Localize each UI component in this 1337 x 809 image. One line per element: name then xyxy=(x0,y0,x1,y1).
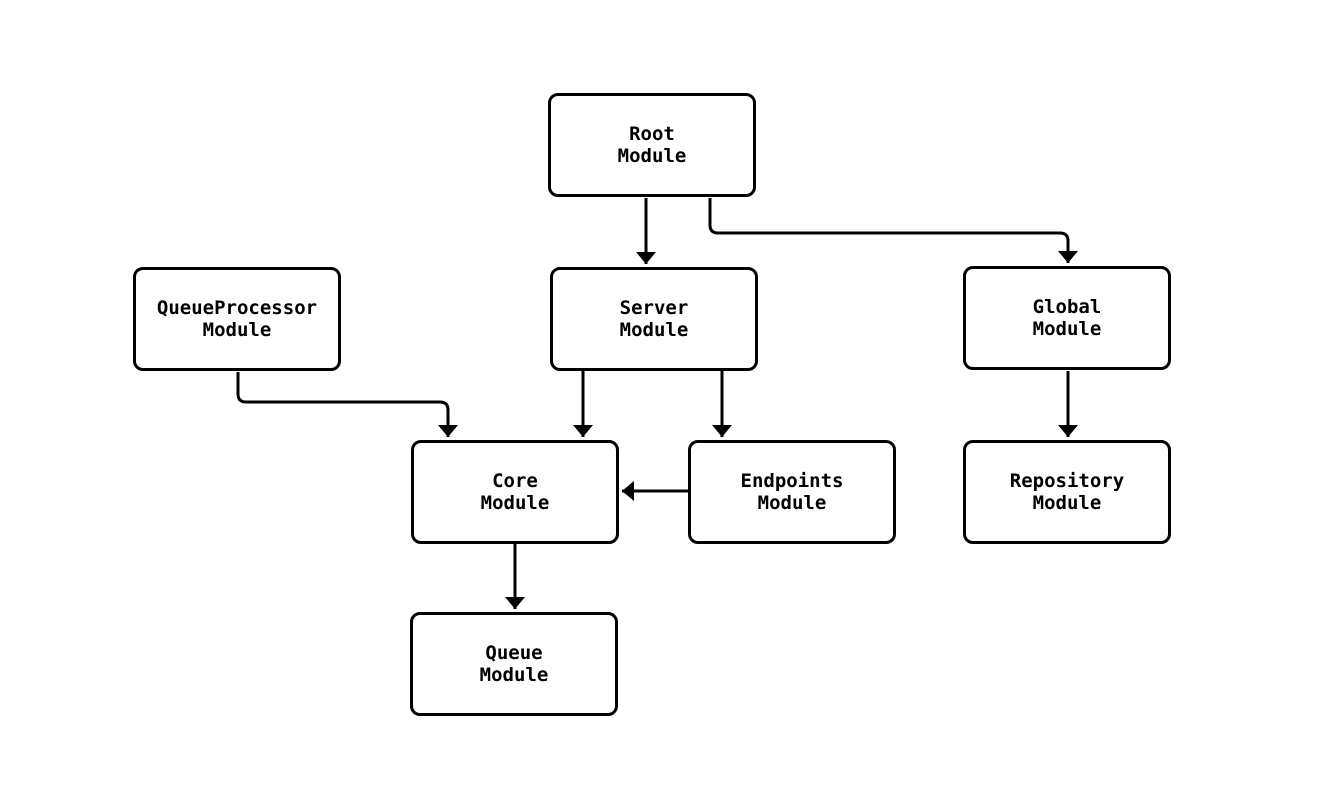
node-server-module: Server Module xyxy=(550,267,758,371)
node-queue-module-label: Queue Module xyxy=(479,642,549,686)
node-core-module-label: Core Module xyxy=(480,470,550,514)
node-global-module-label: Global Module xyxy=(1032,296,1102,340)
node-queueprocessor-module-label: QueueProcessor Module xyxy=(156,297,318,341)
node-queue-module: Queue Module xyxy=(410,612,618,716)
node-endpoints-module: Endpoints Module xyxy=(688,440,896,544)
node-root-module: Root Module xyxy=(548,93,756,197)
node-global-module: Global Module xyxy=(963,266,1171,370)
node-queueprocessor-module: QueueProcessor Module xyxy=(133,267,341,371)
edge-queueprocessor-to-core xyxy=(236,372,458,437)
edge-root-to-global xyxy=(708,198,1078,263)
node-core-module: Core Module xyxy=(411,440,619,544)
node-root-module-label: Root Module xyxy=(617,123,687,167)
node-endpoints-module-label: Endpoints Module xyxy=(740,470,844,514)
node-repository-module-label: Repository Module xyxy=(1009,470,1125,514)
node-repository-module: Repository Module xyxy=(963,440,1171,544)
node-server-module-label: Server Module xyxy=(619,297,689,341)
